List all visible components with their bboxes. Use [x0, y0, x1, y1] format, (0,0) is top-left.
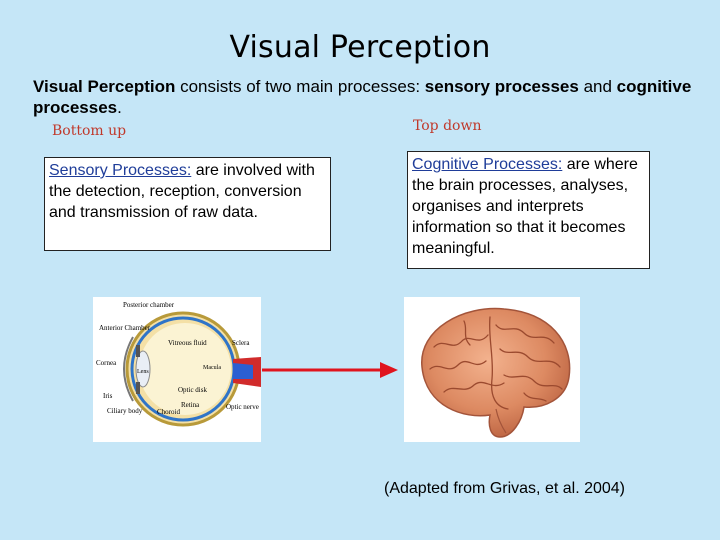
eye-diagram: Posterior chamber Anterior Chamber Corne…: [93, 297, 261, 442]
cognitive-processes-heading: Cognitive Processes:: [412, 156, 562, 173]
arrow-right-icon: [262, 358, 402, 382]
sensory-processes-box: Sensory Processes: are involved with the…: [44, 157, 331, 251]
bottom-up-label: Bottom up: [52, 123, 126, 139]
slide-title: Visual Perception: [0, 30, 720, 65]
intro-text: Visual Perception consists of two main p…: [33, 76, 693, 118]
eye-label: Optic nerve: [226, 403, 259, 411]
brain-image-frame: [404, 297, 580, 442]
eye-label: Choroid: [157, 408, 180, 416]
optic-nerve-vessel-shape: [233, 363, 253, 379]
sensory-processes-heading: Sensory Processes:: [49, 162, 191, 179]
eye-label: Ciliary body: [107, 407, 143, 415]
top-down-label: Top down: [413, 118, 481, 134]
iris-shape: [136, 382, 140, 394]
eye-label: Optic disk: [178, 386, 207, 394]
eye-label: Vitreous fluid: [168, 339, 207, 347]
eye-label: Sclera: [232, 339, 250, 347]
eye-label: Iris: [103, 392, 113, 400]
eye-label: Cornea: [96, 359, 117, 367]
intro-text-part: and: [579, 77, 617, 96]
eye-label: Lens: [137, 369, 149, 375]
cognitive-processes-box: Cognitive Processes: are where the brain…: [407, 151, 650, 269]
intro-bold-sensory: sensory processes: [425, 77, 579, 96]
intro-bold-visual-perception: Visual Perception: [33, 77, 175, 96]
citation-caption: (Adapted from Grivas, et al. 2004): [384, 480, 625, 498]
eye-illustration: Posterior chamber Anterior Chamber Corne…: [93, 297, 261, 442]
eye-label: Anterior Chamber: [99, 324, 151, 332]
intro-text-part: consists of two main processes:: [175, 77, 424, 96]
brain-shape: [422, 309, 570, 437]
eye-label: Posterior chamber: [123, 301, 175, 309]
eye-label: Retina: [181, 401, 200, 409]
eye-label: Macula: [203, 365, 221, 371]
iris-shape: [136, 345, 140, 357]
intro-text-part: .: [117, 98, 122, 117]
brain-illustration: [404, 297, 580, 442]
